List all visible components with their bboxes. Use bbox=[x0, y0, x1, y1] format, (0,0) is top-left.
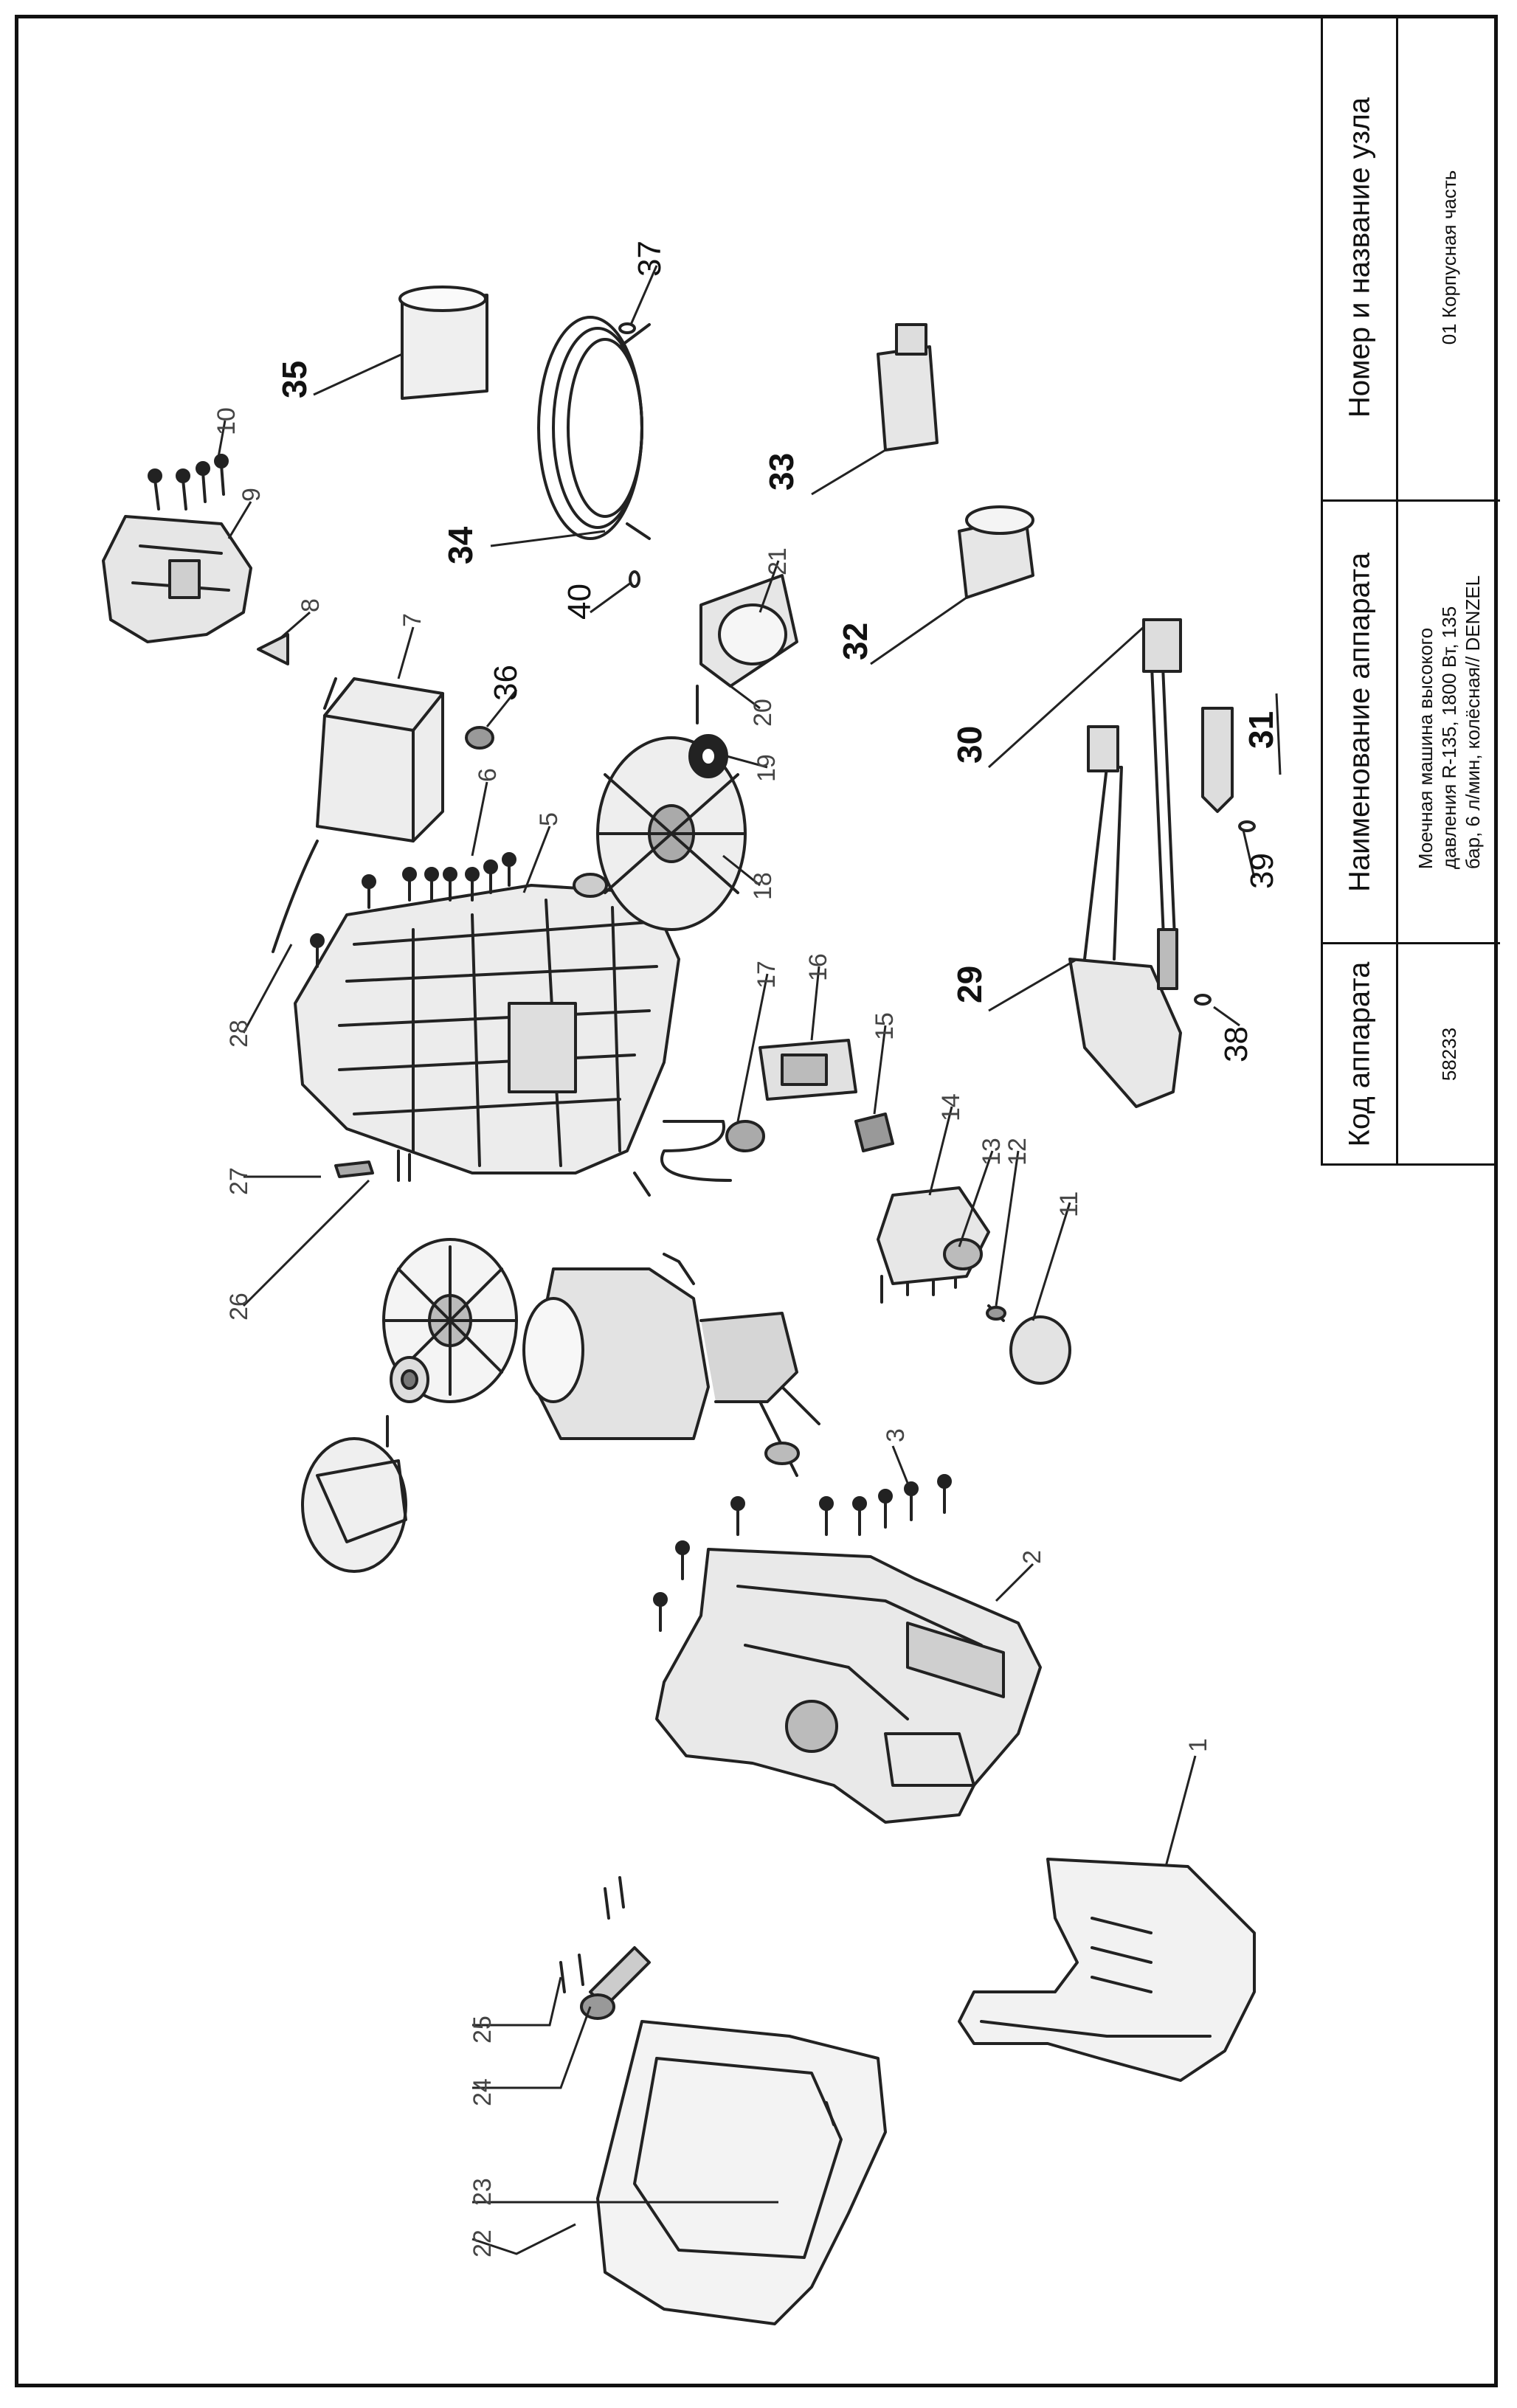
code-header-cell: Код аппарата bbox=[1323, 944, 1396, 1163]
part-clips-rod bbox=[272, 840, 411, 1182]
callout-38: 38 bbox=[1218, 1026, 1254, 1062]
part-main-chassis bbox=[294, 873, 680, 1174]
callout-22: 22 bbox=[469, 2229, 497, 2258]
title-block-header-column: Номер и название узла Наименование аппар… bbox=[1323, 15, 1398, 1163]
callout-34: 34 bbox=[441, 526, 480, 564]
part-front-housing bbox=[655, 1548, 1042, 1824]
callout-39: 39 bbox=[1244, 853, 1280, 889]
device-value-line-3: бар, 6 л/мин, колёсная// DENZEL bbox=[1462, 575, 1484, 869]
callout-30: 30 bbox=[950, 726, 989, 764]
callout-19: 19 bbox=[753, 754, 781, 782]
part-wheel-left bbox=[301, 1356, 429, 1573]
part-inlet-fitting bbox=[877, 323, 939, 452]
callout-11: 11 bbox=[1055, 1191, 1083, 1217]
part-wheel-right bbox=[596, 736, 747, 931]
callout-40: 40 bbox=[561, 584, 598, 620]
device-header: Наименование аппарата bbox=[1343, 552, 1375, 892]
callout-33: 33 bbox=[762, 453, 801, 491]
unit-header-cell: Номер и название узла bbox=[1323, 15, 1396, 502]
callout-13: 13 bbox=[978, 1138, 1006, 1166]
callout-29: 29 bbox=[950, 966, 989, 1003]
callout-24: 24 bbox=[469, 2078, 497, 2106]
callout-20: 20 bbox=[749, 699, 777, 727]
unit-header: Номер и название узла bbox=[1343, 97, 1375, 418]
callout-35: 35 bbox=[275, 361, 314, 398]
callout-32: 32 bbox=[836, 623, 874, 660]
callout-27: 27 bbox=[225, 1167, 253, 1195]
part-crank bbox=[559, 1876, 651, 2020]
callout-1: 1 bbox=[1184, 1738, 1212, 1752]
callout-17: 17 bbox=[753, 961, 781, 989]
device-value-line-1: Моечная машина высокого bbox=[1414, 627, 1437, 869]
part-back-panel bbox=[596, 2020, 887, 2325]
part-tank bbox=[316, 677, 444, 843]
callout-5: 5 bbox=[535, 812, 563, 826]
callout-25: 25 bbox=[469, 2016, 497, 2044]
callout-8: 8 bbox=[297, 598, 325, 612]
part-screws-front bbox=[653, 1474, 952, 1632]
callout-18: 18 bbox=[749, 872, 777, 900]
part-small-items bbox=[758, 1039, 1071, 1385]
device-header-cell: Наименование аппарата bbox=[1323, 502, 1396, 944]
part-hose bbox=[537, 316, 651, 540]
callout-16: 16 bbox=[804, 953, 832, 981]
drawing-frame bbox=[15, 15, 1498, 2387]
part-clip bbox=[257, 633, 289, 665]
callout-37: 37 bbox=[632, 241, 668, 277]
leader-lines bbox=[216, 265, 1282, 2255]
device-value: Моечная машина высокого давления R-135, … bbox=[1414, 575, 1485, 868]
part-screws-top bbox=[310, 852, 516, 968]
callout-7: 7 bbox=[398, 613, 426, 627]
code-header: Код аппарата bbox=[1343, 961, 1375, 1146]
device-value-cell: Моечная машина высокого давления R-135, … bbox=[1398, 502, 1500, 944]
callout-21: 21 bbox=[764, 547, 792, 575]
callout-9: 9 bbox=[238, 488, 266, 502]
callout-labels: 1 2 3 5 6 7 8 9 10 11 12 13 14 15 16 17 … bbox=[212, 407, 1212, 2258]
part-nozzle bbox=[1201, 707, 1234, 813]
part-lance bbox=[1142, 618, 1182, 990]
callout-2: 2 bbox=[1018, 1550, 1046, 1564]
callout-14: 14 bbox=[937, 1093, 965, 1121]
part-hub-cap bbox=[688, 574, 798, 778]
callout-15: 15 bbox=[871, 1012, 899, 1040]
part-o-rings bbox=[465, 322, 1256, 1006]
callout-23: 23 bbox=[469, 2178, 497, 2206]
callout-10: 10 bbox=[212, 407, 241, 435]
callout-31: 31 bbox=[1242, 711, 1280, 749]
title-block: Номер и название узла Наименование аппар… bbox=[1321, 15, 1500, 1166]
part-filter-sleeve bbox=[398, 286, 488, 400]
device-value-line-2: давления R-135, 1800 Вт, 135 bbox=[1438, 606, 1460, 869]
callout-26: 26 bbox=[225, 1293, 253, 1321]
part-handle-top bbox=[102, 515, 252, 643]
code-value: 58233 bbox=[1438, 1027, 1460, 1081]
callout-labels-bold: 29 30 31 32 33 34 35 36 37 38 39 40 bbox=[275, 241, 1280, 1062]
unit-value: 01 Корпусная часть bbox=[1438, 170, 1460, 345]
code-value-cell: 58233 bbox=[1398, 944, 1500, 1163]
part-motor-pump bbox=[522, 1253, 820, 1477]
title-block-value-column: 01 Корпусная часть Моечная машина высоко… bbox=[1398, 15, 1500, 1163]
callout-12: 12 bbox=[1003, 1138, 1032, 1166]
part-base-cover bbox=[958, 1858, 1256, 2082]
callout-36: 36 bbox=[488, 665, 524, 701]
part-spray-gun bbox=[1068, 725, 1182, 1108]
callout-3: 3 bbox=[882, 1428, 910, 1442]
callout-6: 6 bbox=[474, 768, 502, 782]
part-screws-handle bbox=[148, 454, 229, 511]
callout-28: 28 bbox=[225, 1020, 253, 1048]
part-coil bbox=[633, 1120, 765, 1197]
part-adapter bbox=[958, 505, 1034, 599]
unit-value-cell: 01 Корпусная часть bbox=[1398, 15, 1500, 502]
